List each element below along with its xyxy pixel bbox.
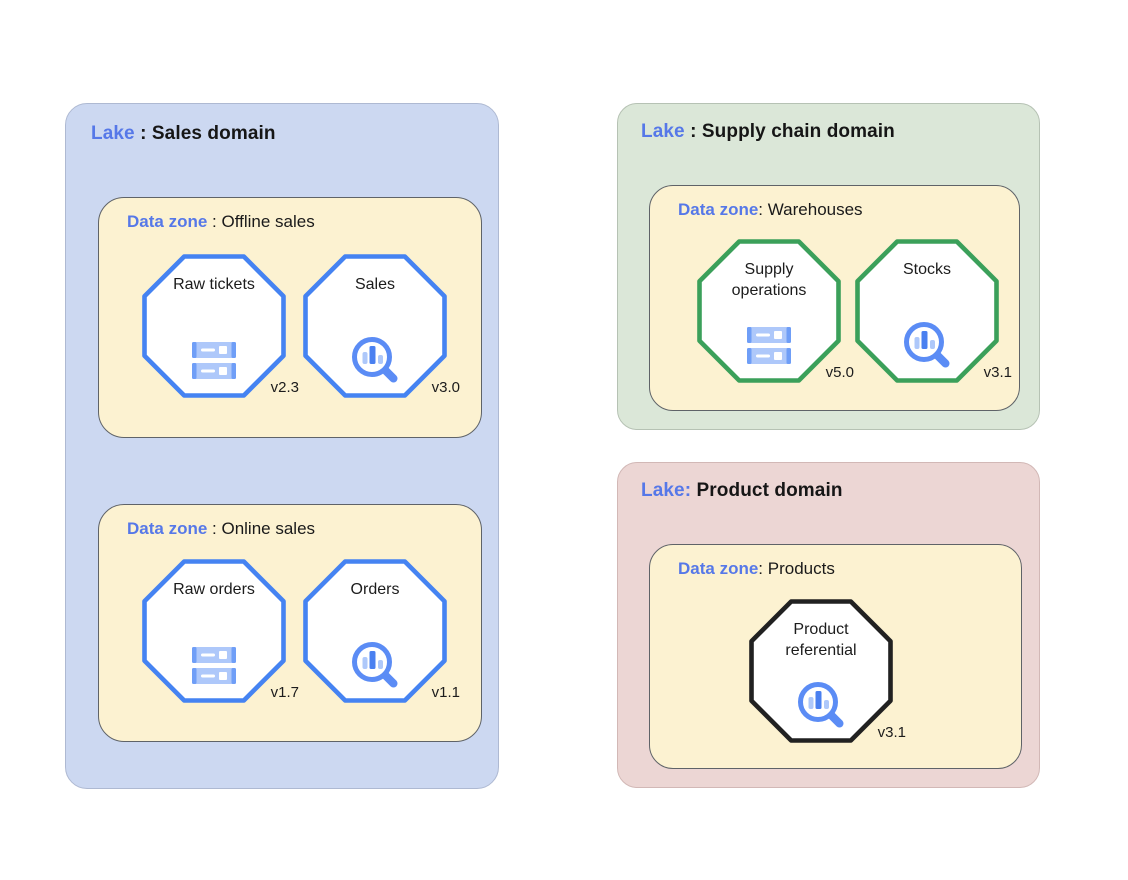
zone-title: Data zone : Offline sales — [127, 212, 315, 232]
zone-offline-sales: Data zone : Offline sales Raw tickets — [98, 197, 482, 438]
zone-title-separator: : — [758, 559, 768, 578]
lake-title-separator: : — [684, 121, 702, 142]
entity-supply-operations: Supply operations — [697, 239, 854, 383]
lake-name: Sales domain — [151, 123, 276, 144]
octagon-shape — [697, 239, 841, 383]
entity-name: Stocks — [902, 261, 951, 278]
zone-title: Data zone : Online sales — [127, 519, 315, 539]
lake-name: Supply chain domain — [701, 121, 895, 142]
lake-product-domain: Lake: Product domain Data zone: Products… — [617, 462, 1040, 788]
octagon-shape — [142, 254, 286, 398]
storage-icon — [192, 342, 236, 379]
zone-name: Warehouses — [767, 200, 863, 219]
entity-raw-tickets: Raw tickets — [142, 254, 299, 398]
storage-icon — [747, 327, 791, 364]
octagon-shape — [855, 239, 999, 383]
zone-label: Data zone — [127, 212, 208, 231]
lake-label: Lake — [91, 123, 135, 144]
entity-name: Product referential — [785, 621, 857, 659]
entity-name: Supply operations — [731, 261, 807, 299]
zone-online-sales: Data zone : Online sales Raw orders — [98, 504, 482, 742]
entity-version: v3.1 — [877, 724, 906, 741]
lake-label: Lake — [641, 121, 685, 142]
entity-version: v3.0 — [431, 379, 460, 396]
lake-title: Lake : Sales domain — [91, 123, 276, 145]
search-chart-icon — [798, 682, 844, 728]
zone-name: Products — [767, 559, 835, 578]
octagon-shape — [749, 599, 893, 743]
zone-title-separator: : — [207, 519, 222, 538]
entity-stocks: Stocks v3.1 — [855, 239, 1012, 383]
zone-title: Data zone: Warehouses — [678, 200, 863, 220]
zone-title: Data zone: Products — [678, 559, 835, 579]
zone-title-separator: : — [758, 200, 768, 219]
lake-title: Lake: Product domain — [641, 480, 843, 502]
octagon-shape — [142, 559, 286, 703]
entity-raw-orders: Raw orders — [142, 559, 299, 703]
zone-label: Data zone — [678, 200, 759, 219]
octagon-shape — [303, 254, 447, 398]
lake-label: Lake: — [641, 480, 692, 501]
entity-name: Raw tickets — [173, 276, 255, 293]
entity-version: v1.7 — [270, 684, 299, 701]
lake-title: Lake : Supply chain domain — [641, 121, 895, 143]
search-chart-icon — [352, 337, 398, 383]
entity-orders: Orders v1.1 — [303, 559, 460, 703]
lake-supply-chain-domain: Lake : Supply chain domain Data zone: Wa… — [617, 103, 1040, 430]
octagon-shape — [303, 559, 447, 703]
zone-name: Offline sales — [221, 212, 315, 231]
zone-warehouses: Data zone: Warehouses Supply operations — [649, 185, 1020, 411]
zone-products: Data zone: Products Product referential … — [649, 544, 1022, 769]
zone-label: Data zone — [678, 559, 759, 578]
entity-version: v5.0 — [825, 364, 854, 381]
zone-label: Data zone — [127, 519, 208, 538]
entity-name: Orders — [350, 581, 400, 598]
entity-name: Raw orders — [173, 581, 255, 598]
lake-title-separator: : — [134, 123, 152, 144]
entity-version: v3.1 — [983, 364, 1012, 381]
entity-name: Sales — [354, 276, 396, 293]
search-chart-icon — [904, 322, 950, 368]
entity-product-referential: Product referential v3.1 — [749, 599, 906, 743]
entity-version: v2.3 — [270, 379, 299, 396]
entity-sales: Sales v3.0 — [303, 254, 460, 398]
lake-name: Product domain — [696, 480, 843, 501]
zone-title-separator: : — [207, 212, 222, 231]
zone-name: Online sales — [221, 519, 316, 538]
lake-sales-domain: Lake : Sales domain Data zone : Offline … — [65, 103, 499, 789]
storage-icon — [192, 647, 236, 684]
entity-version: v1.1 — [431, 684, 460, 701]
search-chart-icon — [352, 642, 398, 688]
